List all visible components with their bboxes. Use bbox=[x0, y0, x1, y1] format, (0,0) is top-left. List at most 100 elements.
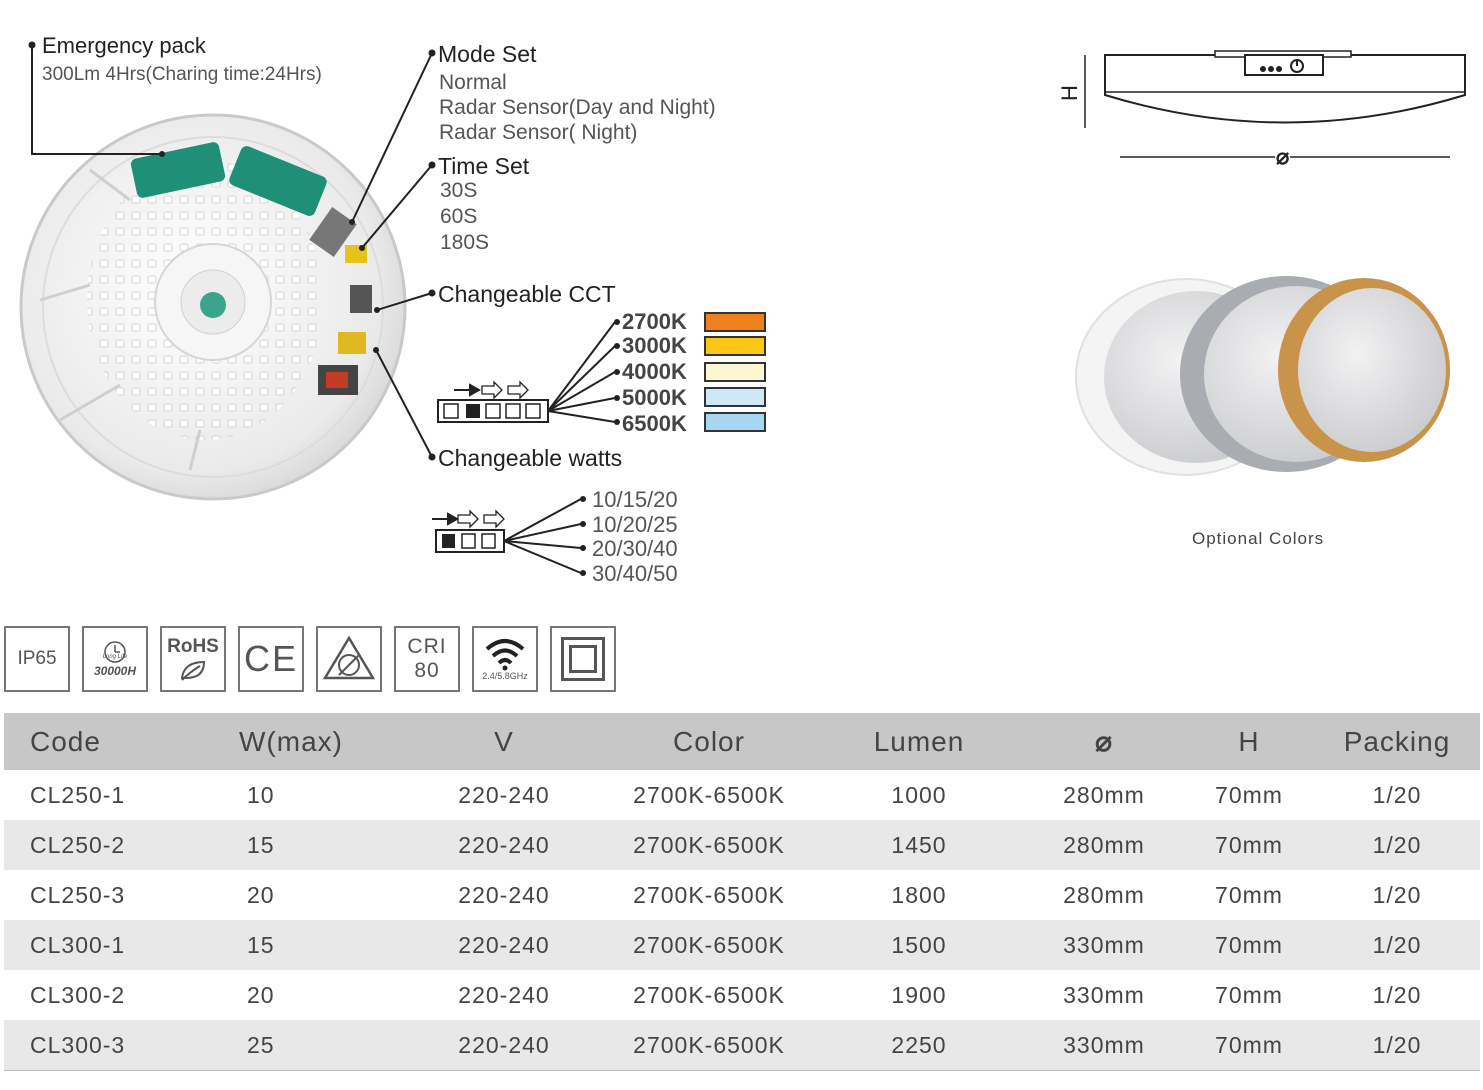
class-ii-badge bbox=[550, 626, 616, 692]
cell-height: 70mm bbox=[1184, 1020, 1314, 1070]
time-option: 180S bbox=[440, 231, 490, 254]
header-lumen: Lumen bbox=[814, 713, 1024, 770]
cell-height: 70mm bbox=[1184, 820, 1314, 870]
height-label: H bbox=[1056, 85, 1082, 101]
header-packing: Packing bbox=[1314, 713, 1480, 770]
watt-option: 10/20/25 bbox=[592, 512, 678, 537]
cct-swatch-4000k bbox=[704, 362, 766, 382]
time-set-options: 30S 60S 180S bbox=[440, 178, 489, 256]
header-diameter: ⌀ bbox=[1024, 713, 1184, 770]
cell-lumen: 2250 bbox=[814, 1020, 1024, 1070]
ip65-badge: IP65 bbox=[4, 626, 70, 692]
watt-option: 20/30/40 bbox=[592, 536, 678, 561]
header-watts: W(max) bbox=[184, 713, 404, 770]
cell-code: CL300-1 bbox=[4, 920, 184, 970]
emergency-pack-detail: 300Lm 4Hrs(Charing time:24Hrs) bbox=[42, 64, 322, 85]
optional-colors-image bbox=[1075, 276, 1450, 476]
cct-label-5000k: 5000K bbox=[622, 385, 687, 410]
cell-lumen: 1800 bbox=[814, 870, 1024, 920]
product-internal-photo bbox=[19, 41, 436, 501]
long-life-hours: 30000H bbox=[93, 664, 137, 678]
cct-title: Changeable CCT bbox=[438, 281, 616, 307]
cct-switch-diagram bbox=[437, 319, 620, 425]
cell-lumen: 1000 bbox=[814, 770, 1024, 820]
mode-option: Radar Sensor(Day and Night) bbox=[439, 96, 716, 119]
ip65-text: IP65 bbox=[17, 648, 57, 669]
header-code: Code bbox=[4, 713, 184, 770]
wifi-icon bbox=[485, 639, 525, 671]
cell-watts: 10 bbox=[184, 770, 404, 820]
no-cover-badge bbox=[316, 626, 382, 692]
double-square-icon bbox=[561, 637, 605, 681]
mode-set-options: Normal Radar Sensor(Day and Night) Radar… bbox=[439, 70, 716, 145]
cct-swatch-6500k bbox=[704, 412, 766, 432]
rohs-text: RoHS bbox=[167, 636, 219, 657]
cri-text: CRI bbox=[407, 635, 447, 658]
cell-code: CL250-3 bbox=[4, 870, 184, 920]
leaf-icon bbox=[180, 660, 206, 681]
cell-height: 70mm bbox=[1184, 920, 1314, 970]
wireless-freq: 2.4/5.8GHz bbox=[482, 671, 528, 681]
cell-watts: 20 bbox=[184, 870, 404, 920]
cell-watts: 15 bbox=[184, 920, 404, 970]
cri-value: 80 bbox=[414, 659, 440, 682]
cell-diameter: 330mm bbox=[1024, 970, 1184, 1020]
rohs-badge: RoHS bbox=[160, 626, 226, 692]
mode-set-title: Mode Set bbox=[438, 41, 537, 67]
cell-diameter: 280mm bbox=[1024, 820, 1184, 870]
diameter-label: ⌀ bbox=[1275, 144, 1291, 170]
table-row: CL300-2 20 220-240 2700K-6500K 1900 330m… bbox=[4, 970, 1480, 1020]
cell-code: CL250-1 bbox=[4, 770, 184, 820]
time-option: 60S bbox=[440, 205, 478, 228]
table-row: CL250-2 15 220-240 2700K-6500K 1450 280m… bbox=[4, 820, 1480, 870]
cell-diameter: 330mm bbox=[1024, 920, 1184, 970]
cell-watts: 25 bbox=[184, 1020, 404, 1070]
time-set-title: Time Set bbox=[438, 153, 530, 179]
table-row: CL250-1 10 220-240 2700K-6500K 1000 280m… bbox=[4, 770, 1480, 820]
cell-voltage: 220-240 bbox=[404, 970, 604, 1020]
cell-voltage: 220-240 bbox=[404, 1020, 604, 1070]
cct-label-6500k: 6500K bbox=[622, 411, 687, 436]
table-row: CL300-3 25 220-240 2700K-6500K 2250 330m… bbox=[4, 1020, 1480, 1070]
cct-swatch-2700k bbox=[704, 312, 766, 332]
table-bottom-rule bbox=[4, 1070, 1480, 1071]
cell-height: 70mm bbox=[1184, 870, 1314, 920]
mode-option: Radar Sensor( Night) bbox=[439, 121, 638, 144]
cell-diameter: 330mm bbox=[1024, 1020, 1184, 1070]
header-voltage: V bbox=[404, 713, 604, 770]
cell-voltage: 220-240 bbox=[404, 920, 604, 970]
cct-label-3000k: 3000K bbox=[622, 333, 687, 358]
cell-code: CL250-2 bbox=[4, 820, 184, 870]
cell-code: CL300-3 bbox=[4, 1020, 184, 1070]
time-option: 30S bbox=[440, 179, 478, 202]
watt-option: 30/40/50 bbox=[592, 561, 678, 586]
cct-swatch-5000k bbox=[704, 387, 766, 407]
wireless-badge: 2.4/5.8GHz bbox=[472, 626, 538, 692]
cell-lumen: 1450 bbox=[814, 820, 1024, 870]
cell-packing: 1/20 bbox=[1314, 920, 1480, 970]
cri-badge: CRI 80 bbox=[394, 626, 460, 692]
cell-packing: 1/20 bbox=[1314, 970, 1480, 1020]
table-row: CL250-3 20 220-240 2700K-6500K 1800 280m… bbox=[4, 870, 1480, 920]
long-life-text: Long Life bbox=[102, 654, 128, 660]
header-height: H bbox=[1184, 713, 1314, 770]
cct-swatch-3000k bbox=[704, 336, 766, 356]
emergency-pack-title: Emergency pack bbox=[42, 33, 206, 58]
cell-lumen: 1500 bbox=[814, 920, 1024, 970]
cell-color: 2700K-6500K bbox=[604, 1020, 814, 1070]
cell-voltage: 220-240 bbox=[404, 770, 604, 820]
cct-label-4000k: 4000K bbox=[622, 359, 687, 384]
triangle-no-cover-icon bbox=[322, 635, 376, 680]
cell-code: CL300-2 bbox=[4, 970, 184, 1020]
cell-diameter: 280mm bbox=[1024, 770, 1184, 820]
spec-table: Code W(max) V Color Lumen ⌀ H Packing CL… bbox=[4, 713, 1480, 1070]
cell-packing: 1/20 bbox=[1314, 820, 1480, 870]
cell-watts: 20 bbox=[184, 970, 404, 1020]
cell-color: 2700K-6500K bbox=[604, 820, 814, 870]
cell-voltage: 220-240 bbox=[404, 820, 604, 870]
cell-watts: 15 bbox=[184, 820, 404, 870]
header-color: Color bbox=[604, 713, 814, 770]
watt-option: 10/15/20 bbox=[592, 487, 678, 512]
cell-lumen: 1900 bbox=[814, 970, 1024, 1020]
long-life-badge: Long Life 30000H bbox=[82, 626, 148, 692]
